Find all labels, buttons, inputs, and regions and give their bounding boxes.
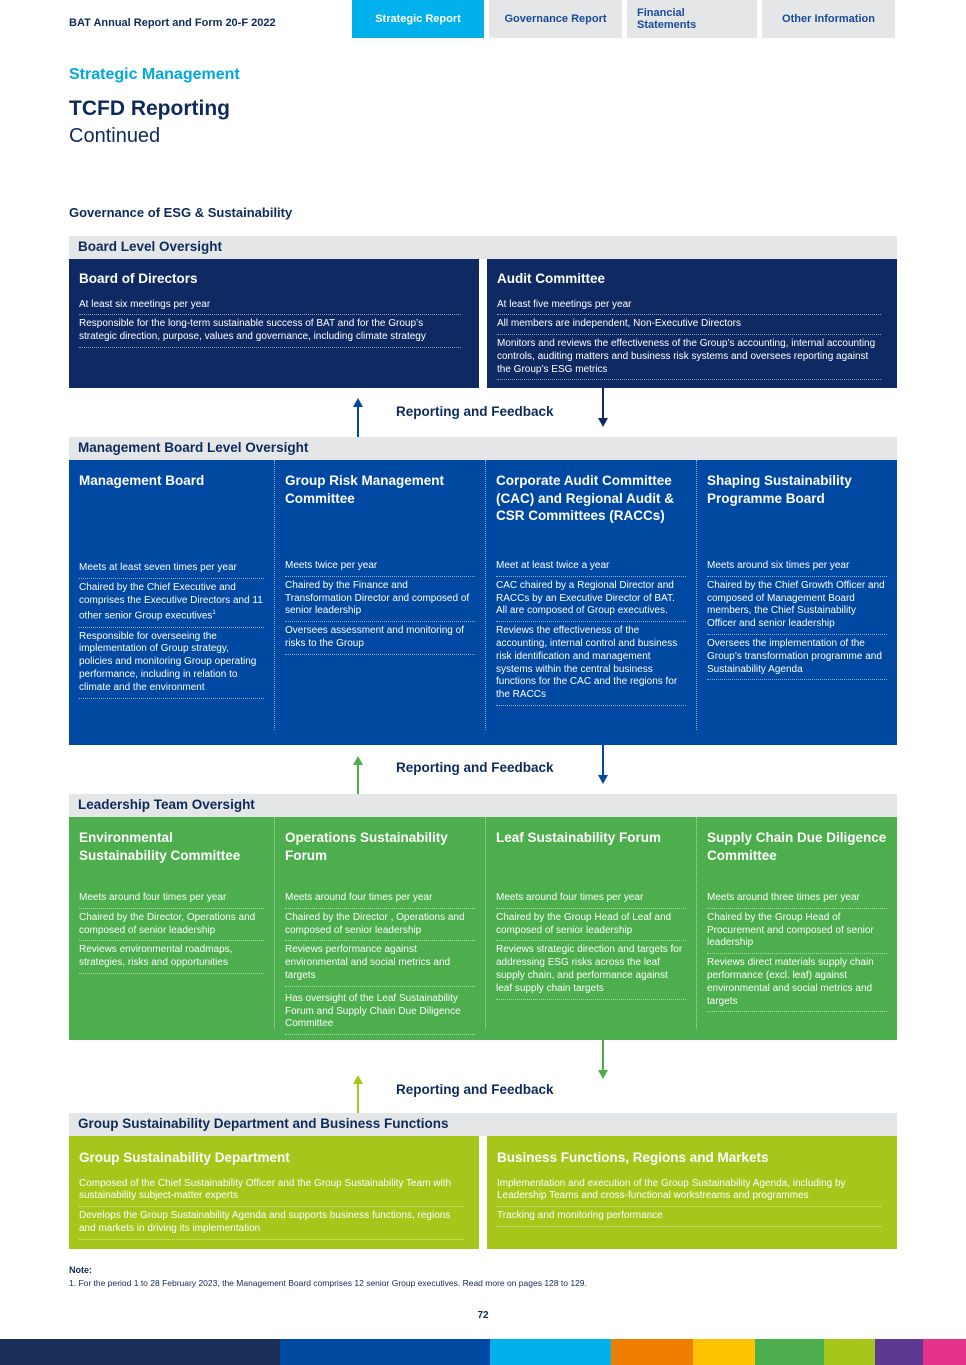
business-functions-panel: Business Functions, Regions and Markets … <box>487 1136 897 1249</box>
list-item: Meets around four times per year <box>285 889 475 909</box>
board-of-directors-panel: Board of Directors At least six meetings… <box>69 259 479 388</box>
list-item: Chaired by the Director , Operations and… <box>285 909 475 942</box>
management-panel: Management Board Meets at least seven ti… <box>69 460 897 745</box>
list-item: Tracking and monitoring performance <box>497 1207 881 1227</box>
list-item: Composed of the Chief Sustainability Off… <box>79 1175 463 1208</box>
list-item-text: Chaired by the Chief Executive and compr… <box>79 581 263 622</box>
list-item: Meet at least twice a year <box>496 557 686 577</box>
footer-color-segment <box>824 1339 875 1365</box>
list-item: Chaired by the Group Head of Leaf and co… <box>496 909 686 942</box>
footer-color-segment <box>755 1339 824 1365</box>
page-title: TCFD Reporting <box>69 97 230 120</box>
operations-forum-column: Operations Sustainability Forum Meets ar… <box>275 817 486 1036</box>
department-level-bar: Group Sustainability Department and Busi… <box>69 1113 897 1136</box>
reporting-feedback-label: Reporting and Feedback <box>396 404 554 419</box>
footer-color-strip <box>0 1339 966 1365</box>
footer-color-segment <box>923 1339 966 1365</box>
footer-color-segment <box>0 1339 280 1365</box>
list-item: Meets at least seven times per year <box>79 559 264 579</box>
reporting-feedback-label: Reporting and Feedback <box>396 760 554 775</box>
group-sustainability-panel: Group Sustainability Department Composed… <box>69 1136 479 1249</box>
management-board-column: Management Board Meets at least seven ti… <box>69 460 275 730</box>
footer-color-segment <box>693 1339 755 1365</box>
list-item: Has oversight of the Leaf Sustainability… <box>285 987 475 1036</box>
page-number: 72 <box>477 1310 489 1321</box>
reporting-feedback-label: Reporting and Feedback <box>396 1082 554 1097</box>
list-item: Responsible for the long-term sustainabl… <box>79 315 461 348</box>
audit-csr-committees-column: Corporate Audit Committee (CAC) and Regi… <box>486 460 697 730</box>
list-item: Chaired by the Group Head of Procurement… <box>707 909 887 955</box>
governance-heading: Governance of ESG & Sustainability <box>69 205 293 220</box>
leaf-forum-title: Leaf Sustainability Forum <box>496 830 662 845</box>
list-item: Meets around six times per year <box>707 557 887 577</box>
management-level-bar: Management Board Level Oversight <box>69 437 897 460</box>
list-item: Reviews direct materials supply chain pe… <box>707 954 887 1013</box>
note-label: Note: <box>69 1265 92 1275</box>
page-subtitle: Continued <box>69 125 161 147</box>
arrow-down-icon <box>598 388 608 427</box>
environmental-committee-title: Environmental Sustainability Committee <box>79 830 241 863</box>
list-item: Reviews strategic direction and targets … <box>496 941 686 1000</box>
environmental-committee-column: Environmental Sustainability Committee M… <box>69 817 275 1029</box>
footer-color-segment <box>490 1339 611 1365</box>
arrow-up-icon <box>353 398 363 437</box>
section-tabs: Strategic Report Governance Report Finan… <box>352 0 895 38</box>
supply-chain-committee-title: Supply Chain Due Diligence Committee <box>707 830 887 863</box>
list-item: Meets twice per year <box>285 557 475 577</box>
operations-forum-title: Operations Sustainability Forum <box>285 830 448 863</box>
list-item: Reviews environmental roadmaps, strategi… <box>79 941 264 974</box>
shaping-sustainability-title: Shaping Sustainability Programme Board <box>707 473 852 506</box>
list-item: Oversees assessment and monitoring of ri… <box>285 622 475 655</box>
leadership-level-bar: Leadership Team Oversight <box>69 794 897 817</box>
list-item: Chaired by the Director, Operations and … <box>79 909 264 942</box>
tab-strategic-report[interactable]: Strategic Report <box>352 0 484 38</box>
footnote-marker: 1 <box>212 610 216 617</box>
supply-chain-committee-column: Supply Chain Due Diligence Committee Mee… <box>697 817 897 1029</box>
board-of-directors-title: Board of Directors <box>79 271 198 286</box>
list-item: At least six meetings per year <box>79 296 461 316</box>
list-item: CAC chaired by a Regional Director and R… <box>496 577 686 623</box>
tab-financial-statements[interactable]: Financial Statements <box>627 0 757 38</box>
group-sustainability-title: Group Sustainability Department <box>79 1150 290 1165</box>
tab-governance-report[interactable]: Governance Report <box>489 0 622 38</box>
list-item: Implementation and execution of the Grou… <box>497 1175 881 1208</box>
audit-csr-committees-title: Corporate Audit Committee (CAC) and Regi… <box>496 473 674 523</box>
tab-other-information[interactable]: Other Information <box>762 0 895 38</box>
arrow-up-icon <box>353 756 363 794</box>
audit-committee-title: Audit Committee <box>497 271 605 286</box>
list-item: Reviews the effectiveness of the account… <box>496 622 686 706</box>
list-item: Chaired by the Finance and Transformatio… <box>285 577 475 623</box>
list-item: At least five meetings per year <box>497 296 881 316</box>
business-functions-title: Business Functions, Regions and Markets <box>497 1150 769 1165</box>
risk-committee-column: Group Risk Management Committee Meets tw… <box>275 460 486 730</box>
board-level-bar: Board Level Oversight <box>69 236 897 259</box>
shaping-sustainability-column: Shaping Sustainability Programme Board M… <box>697 460 897 730</box>
audit-committee-panel: Audit Committee At least five meetings p… <box>487 259 897 388</box>
arrow-down-icon <box>598 1040 608 1079</box>
note-text: 1. For the period 1 to 28 February 2023,… <box>69 1278 587 1288</box>
list-item: Chaired by the Chief Executive and compr… <box>79 579 264 628</box>
list-item: Meets around four times per year <box>79 889 264 909</box>
list-item: Develops the Group Sustainability Agenda… <box>79 1207 463 1240</box>
arrow-down-icon <box>598 745 608 784</box>
footer-color-segment <box>280 1339 490 1365</box>
list-item: Monitors and reviews the effectiveness o… <box>497 335 881 381</box>
list-item: Chaired by the Chief Growth Officer and … <box>707 577 887 635</box>
document-title: BAT Annual Report and Form 20-F 2022 <box>69 17 276 29</box>
arrow-up-icon <box>353 1075 363 1113</box>
leadership-panel: Environmental Sustainability Committee M… <box>69 817 897 1040</box>
risk-committee-title: Group Risk Management Committee <box>285 473 445 506</box>
list-item: Meets around three times per year <box>707 889 887 909</box>
leaf-forum-column: Leaf Sustainability Forum Meets around f… <box>486 817 697 1029</box>
footer-color-segment <box>875 1339 923 1365</box>
footer-color-segment <box>611 1339 693 1365</box>
list-item: Responsible for overseeing the implement… <box>79 628 264 699</box>
management-board-title: Management Board <box>79 473 205 488</box>
list-item: Reviews performance against environmenta… <box>285 941 475 987</box>
list-item: Meets around four times per year <box>496 889 686 909</box>
section-kicker: Strategic Management <box>69 66 240 83</box>
list-item: All members are independent, Non-Executi… <box>497 315 881 336</box>
list-item: Oversees the implementation of the Group… <box>707 635 887 681</box>
